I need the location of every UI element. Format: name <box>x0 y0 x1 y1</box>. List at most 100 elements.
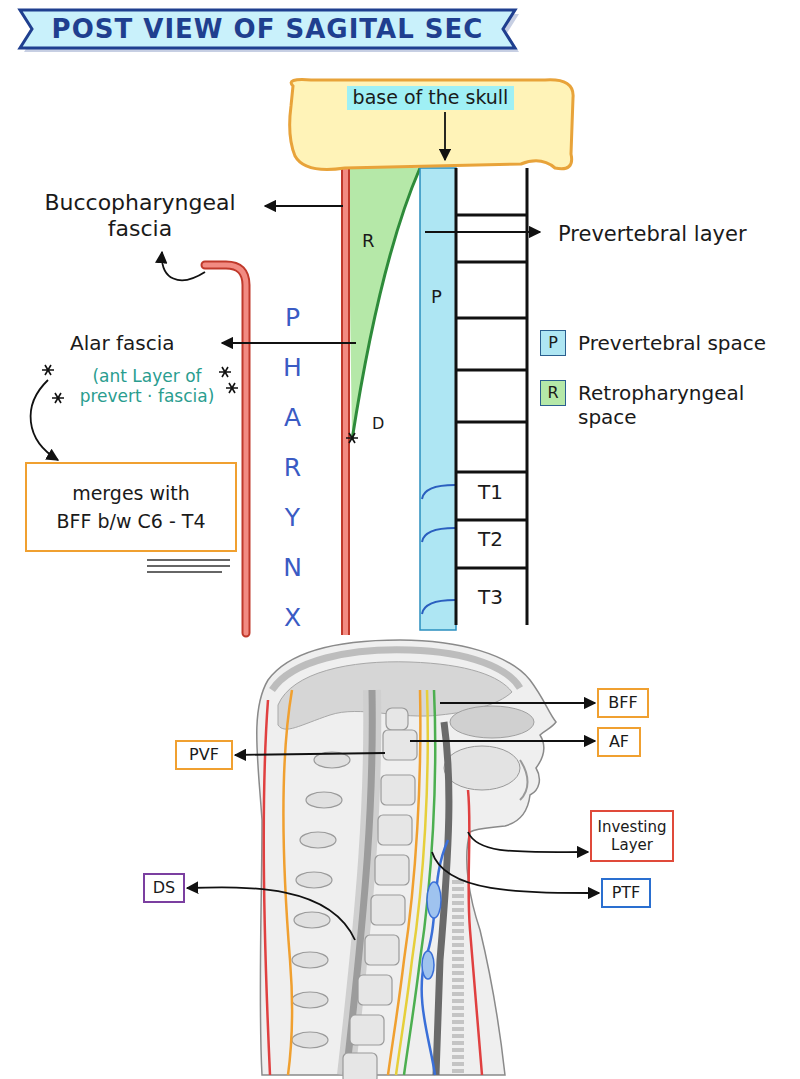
tongue <box>444 746 520 790</box>
star-mark <box>219 367 231 377</box>
text-label: Prevertebral layer <box>558 222 798 247</box>
star-mark <box>52 393 64 403</box>
spinous-process <box>300 832 336 848</box>
ladder-rung <box>456 261 527 264</box>
spinous-process <box>292 1032 328 1048</box>
label-box: PVF <box>175 740 233 770</box>
label-box: DS <box>143 873 185 903</box>
retropharyngeal-space <box>348 168 420 440</box>
fascia-outline <box>205 265 246 633</box>
text-label: T2 <box>478 527 503 551</box>
vertebral-column <box>456 168 527 625</box>
skull-base: base of the skull <box>283 76 578 174</box>
label-box: AF <box>597 727 641 757</box>
prevertebral-fascia-posterior <box>284 690 293 1075</box>
text-label: P <box>540 330 566 356</box>
node-text: AF <box>609 732 629 752</box>
vertebral-body <box>375 855 409 885</box>
ladder-rung <box>456 567 527 570</box>
buccopharyngeal-fascia <box>205 265 246 633</box>
disc-arc <box>422 485 455 499</box>
vertebral-body <box>365 935 399 965</box>
node-text: DS <box>153 878 175 898</box>
spinous-process <box>292 992 328 1008</box>
underline-stroke <box>147 559 230 561</box>
spinous-process <box>296 872 332 888</box>
vertebral-body <box>343 1053 377 1079</box>
asterisk-mark <box>346 433 358 443</box>
star-mark <box>226 383 238 393</box>
buccopharyngeal-fascia <box>343 168 348 635</box>
fascia-layers <box>264 690 482 1075</box>
ladder-rail <box>526 168 529 625</box>
ladder-rung <box>456 421 527 424</box>
skull-base-outline <box>290 80 573 170</box>
legend-text: Prevertebral space <box>578 331 766 355</box>
text-label: (ant Layer of prevert · fascia) <box>62 366 232 407</box>
underline-stroke <box>147 571 222 573</box>
node-text: PTF <box>612 883 641 903</box>
leader-arrow <box>432 852 599 893</box>
thyroid <box>422 951 434 979</box>
vertebral-body <box>383 730 417 760</box>
ladder-rung <box>456 369 527 372</box>
underline-stroke <box>147 565 230 567</box>
spinous-process <box>314 752 350 768</box>
text-label: R <box>540 380 566 406</box>
vertebral-body <box>381 775 415 805</box>
vertebral-body <box>378 815 412 845</box>
note-box: merges with BFF b/w C6 - T4 <box>25 462 237 552</box>
title-text: POST VIEW OF SAGITAL SEC <box>20 10 515 48</box>
leader-arrow <box>410 740 595 742</box>
node-text: Investing Layer <box>594 818 670 854</box>
fascia-outline <box>341 168 350 635</box>
prevertebral-space <box>420 168 456 630</box>
lips <box>520 760 528 800</box>
trachea <box>452 880 464 1075</box>
head-outline <box>257 640 556 1075</box>
buccopharyngeal-fascia <box>404 690 435 1075</box>
leader-arrow <box>265 205 343 207</box>
leader-arrow <box>444 112 446 160</box>
leader-arrow <box>187 887 355 940</box>
ladder-rail <box>455 168 458 625</box>
vertebral-body <box>358 975 392 1005</box>
vertical-label: PHARYNX <box>280 303 305 653</box>
spinous-process <box>306 792 342 808</box>
node-text: merges with BFF b/w C6 - T4 <box>53 479 209 536</box>
ladder-rung <box>456 471 527 474</box>
star-mark <box>42 365 54 375</box>
pretracheal-fascia <box>422 840 448 1075</box>
ladder-rung <box>456 317 527 320</box>
label-box: Investing Layer <box>590 810 674 862</box>
ladder-rung <box>456 519 527 522</box>
investing-layer <box>468 790 482 1075</box>
leader-arrow <box>425 231 540 233</box>
text-label: Buccopharyngeal fascia <box>30 190 250 243</box>
underline <box>147 560 230 572</box>
thyroid <box>427 882 441 918</box>
node-text: base of the skull <box>347 86 515 110</box>
spinous-process <box>294 912 330 928</box>
ladder-rung <box>456 214 527 217</box>
dens <box>386 708 408 730</box>
investing-layer-posterior <box>264 700 270 1075</box>
leader-arrow <box>235 753 385 755</box>
spinous-process <box>292 952 328 968</box>
nasal-cavity <box>450 706 534 738</box>
text-label: T3 <box>478 585 503 609</box>
alar-fascia-line <box>352 168 420 440</box>
disc-arc <box>422 600 455 614</box>
text-label: D <box>372 414 384 433</box>
leader-arrow <box>162 252 205 280</box>
leader-arrow <box>468 832 588 852</box>
title-banner <box>20 10 515 48</box>
text-label: T1 <box>478 480 503 504</box>
node-text: BFF <box>608 693 637 713</box>
legend-text: Retropharyngeal space <box>578 381 800 429</box>
spinous-processes <box>292 752 350 1048</box>
text-label: Alar fascia <box>70 331 220 355</box>
star-marks <box>42 365 358 443</box>
leader-arrow <box>31 380 58 460</box>
